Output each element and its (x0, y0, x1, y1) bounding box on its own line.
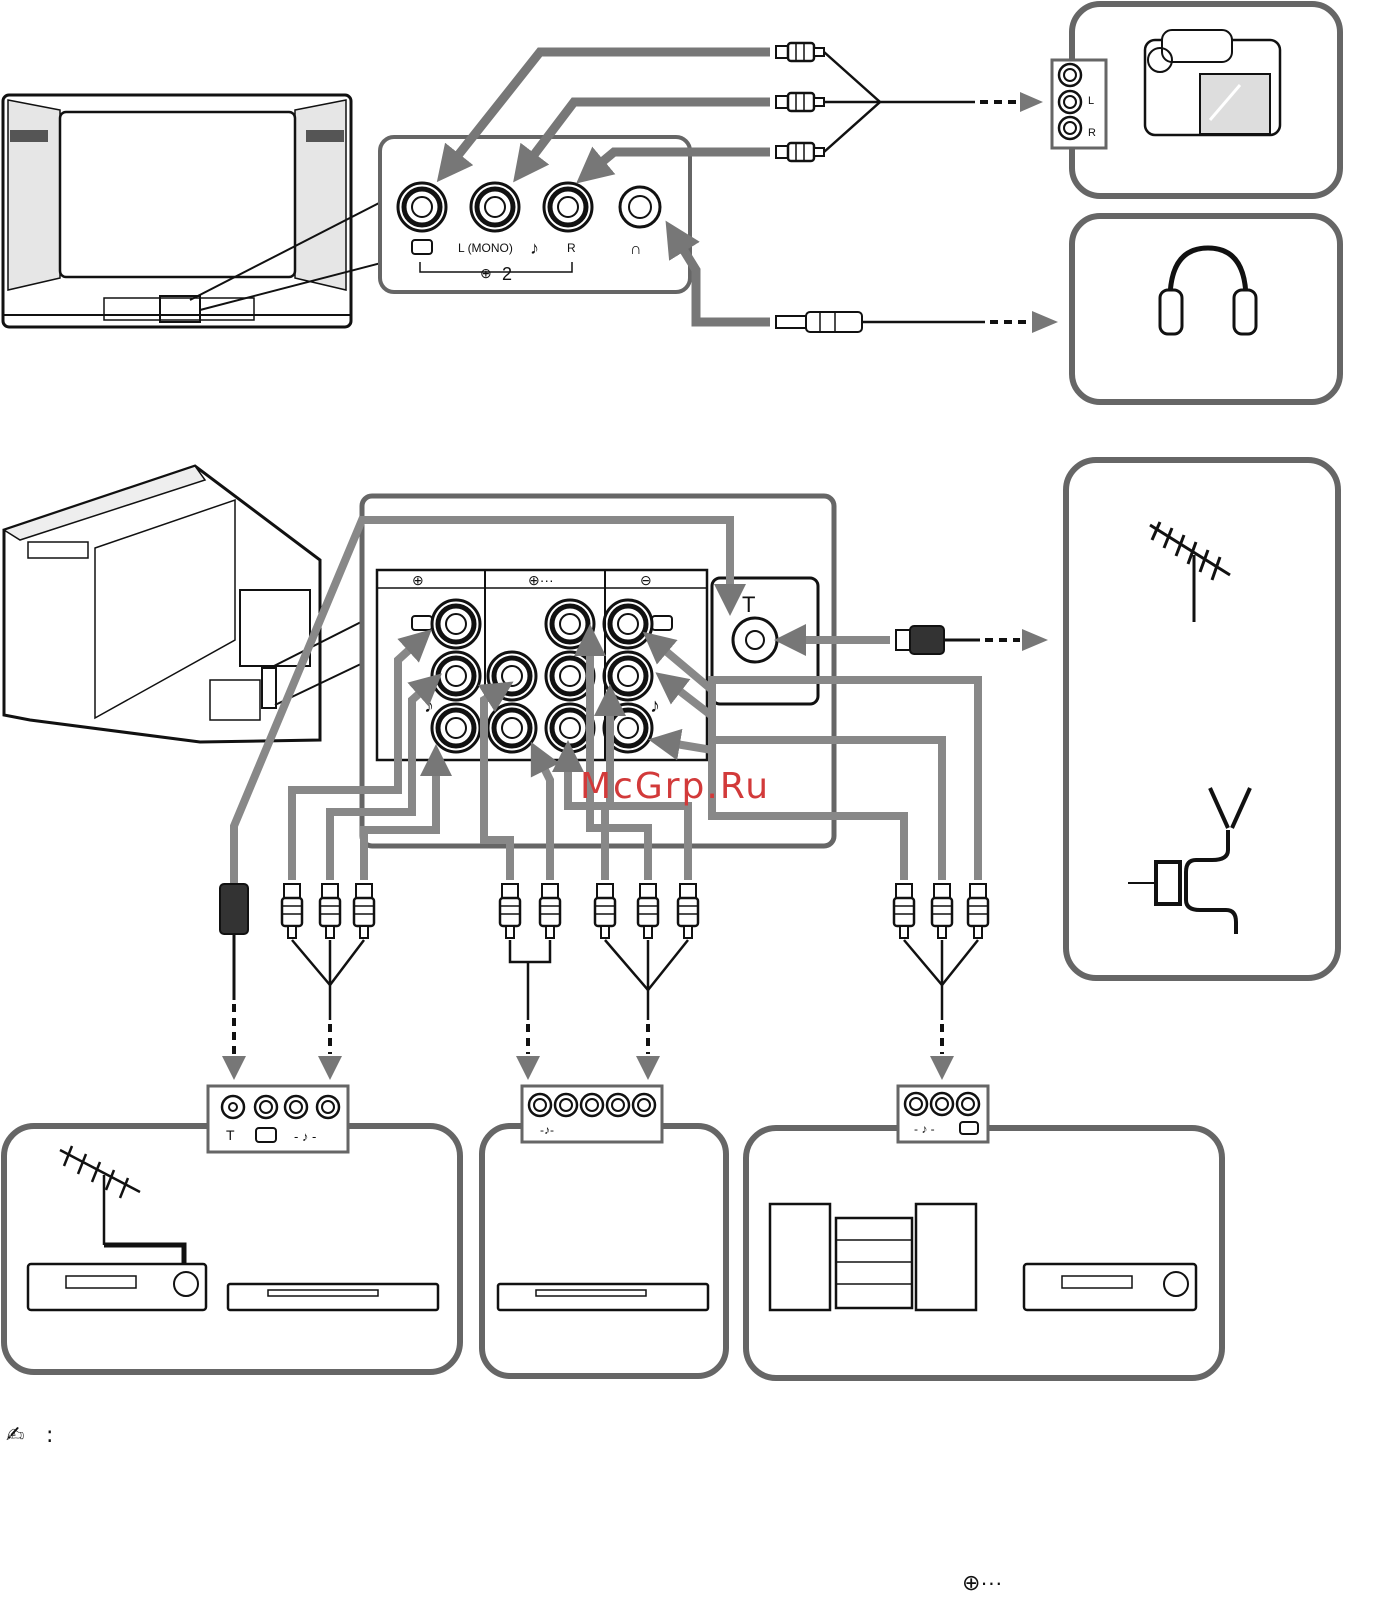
vcr-audio-label: - ♪ - (294, 1129, 316, 1144)
front-tv-illustration (3, 95, 351, 327)
note-colon: : (46, 1423, 53, 1448)
camcorder-jack-l: L (1088, 95, 1094, 107)
music-note-icon: ♪ (530, 238, 539, 258)
input-icon: ⊕ (412, 572, 424, 588)
vcr-icon (1024, 1264, 1196, 1310)
rear-tv-illustration (4, 466, 320, 742)
right-label: R (567, 241, 576, 255)
headphones-box (1072, 216, 1340, 402)
audio-label: - ♪ - (914, 1122, 935, 1136)
coax-plug (896, 626, 1048, 654)
antenna-symbol: T (742, 592, 755, 617)
vcr-icon (28, 1264, 206, 1310)
music-note-icon: ♪ (650, 695, 660, 717)
headphone-plug (776, 311, 1058, 333)
audio-system-box: - ♪ - (746, 1086, 1222, 1378)
stereo-system-icon (836, 1218, 912, 1308)
component-input-icon: ⊕··· (528, 572, 554, 588)
camcorder-box: L R (1052, 4, 1340, 196)
cable-bundles (292, 940, 978, 1020)
camcorder-jack-r: R (1088, 127, 1096, 139)
vcr-dvd-box: T - ♪ - (4, 1086, 460, 1372)
down-arrows (222, 1056, 954, 1080)
output-icon: ⊖ (640, 572, 652, 588)
dvd-player-icon (228, 1284, 438, 1310)
note-icon: ✍ (6, 1423, 24, 1448)
vcr-antenna-symbol: T (226, 1127, 235, 1143)
dvd-player-icon (498, 1284, 708, 1310)
rear-plugs (220, 884, 988, 1000)
dashed-cables (234, 1004, 942, 1054)
input-number: 2 (502, 264, 512, 284)
antenna-box (1066, 460, 1338, 978)
input-icon: ⊕ (480, 265, 492, 281)
dvd-box: -♪- (482, 1086, 726, 1376)
watermark: McGrp.Ru (580, 766, 770, 807)
headphone-icon: ∩ (630, 241, 642, 258)
mono-label: L (MONO) (458, 241, 513, 255)
dvd-audio-label: -♪- (540, 1123, 554, 1137)
music-note-icon: ♪ (424, 695, 434, 717)
speaker-left-icon (770, 1204, 830, 1310)
component-input-icon: ⊕··· (962, 1570, 1002, 1595)
speaker-right-icon (916, 1204, 976, 1310)
camcorder-icon (1145, 30, 1280, 135)
